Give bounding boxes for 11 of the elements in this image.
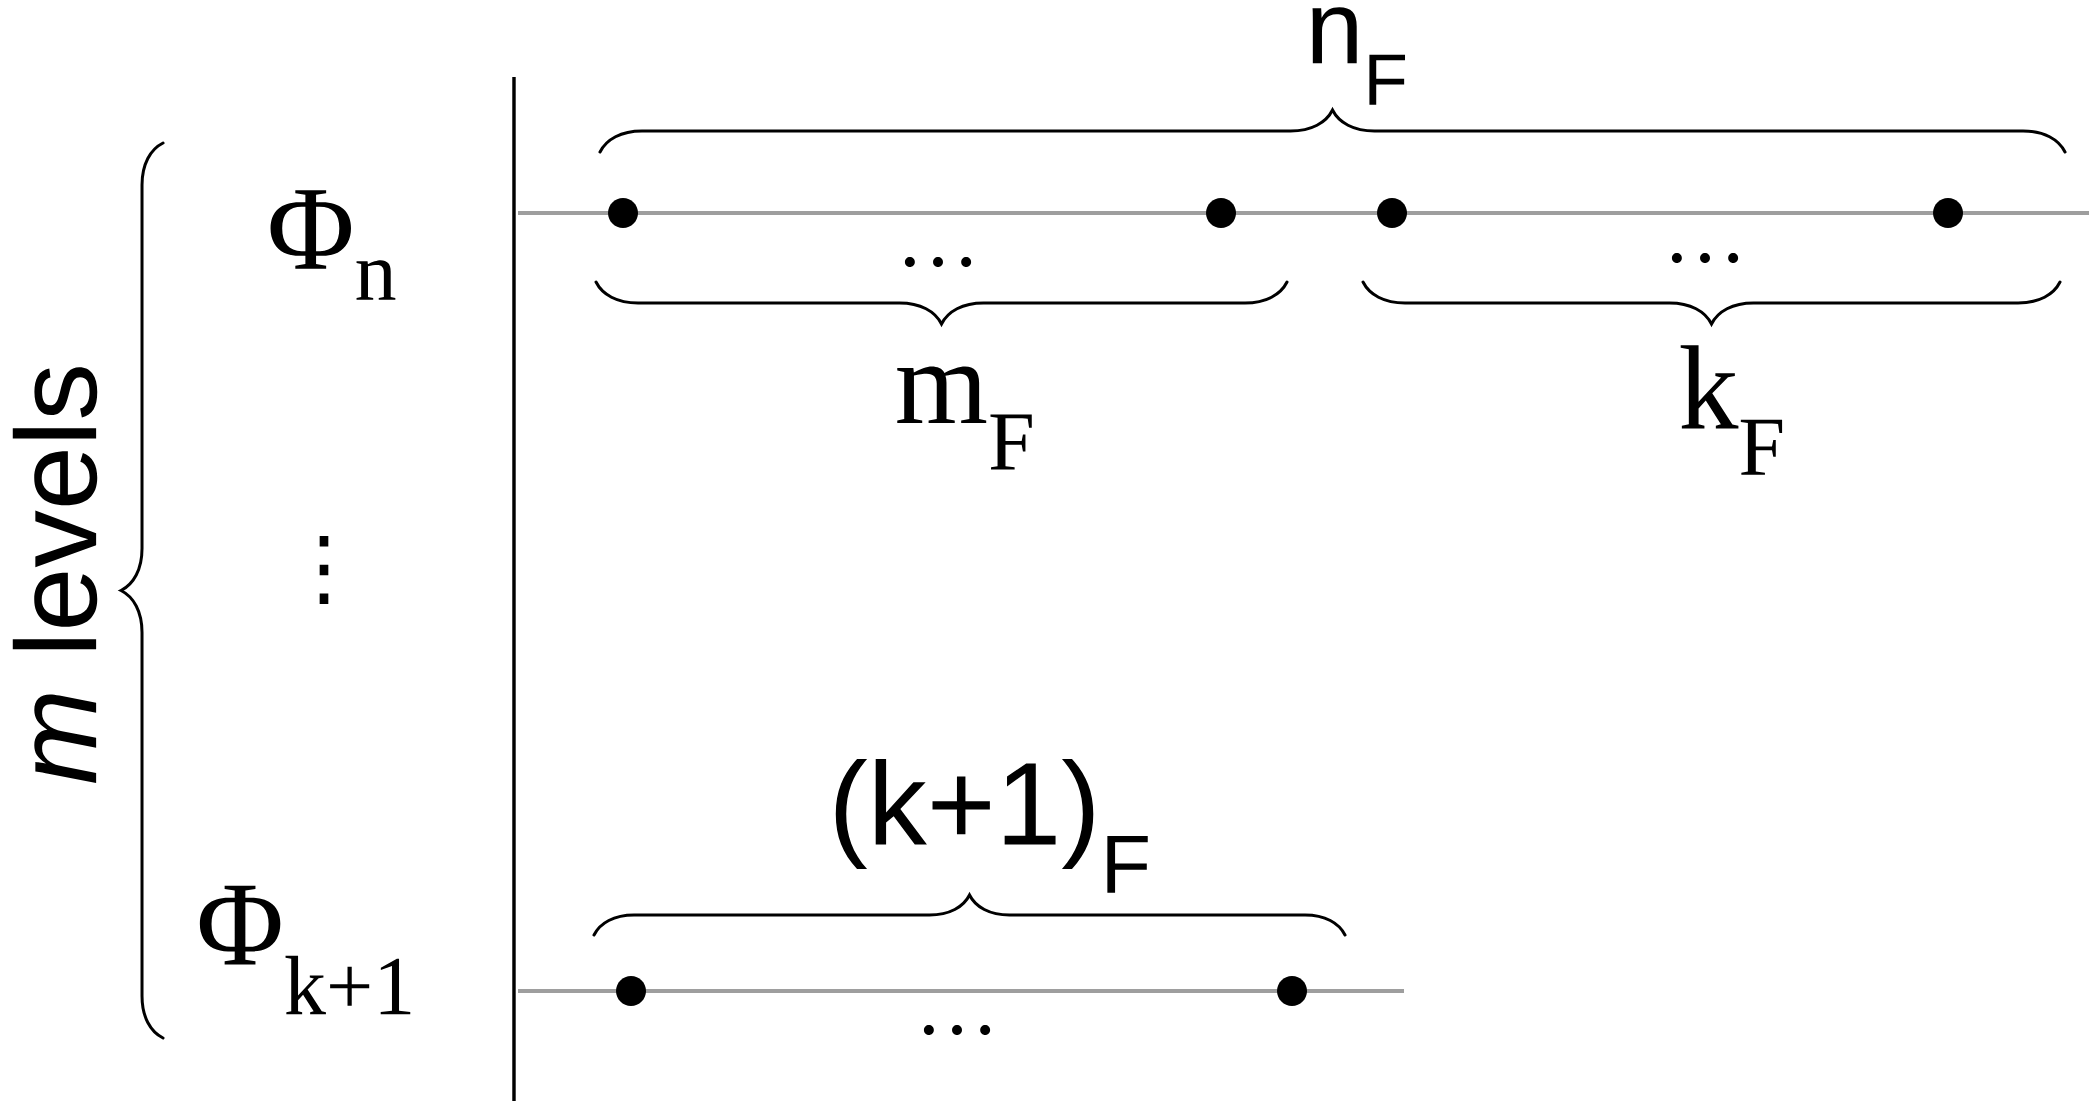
brace-label: (k+1)$_{F}$ — [835, 759, 1148, 893]
ellipsis: … — [1671, 253, 1739, 263]
level-label: Φ$_{n}$ — [270, 190, 396, 300]
brace-label: k$_{F}$ — [1680, 345, 1783, 475]
ellipsis: … — [904, 257, 972, 267]
brace-label: m$_{F}$ — [897, 366, 1032, 470]
brace-label: n$_{F}$ — [1312, 7, 1405, 105]
level-label: Φ$_{k+1}$ — [199, 885, 411, 1015]
ellipsis: … — [923, 1025, 991, 1035]
brace-label: m levels — [12, 367, 98, 783]
vertical-ellipsis: ⋮ — [319, 536, 329, 604]
